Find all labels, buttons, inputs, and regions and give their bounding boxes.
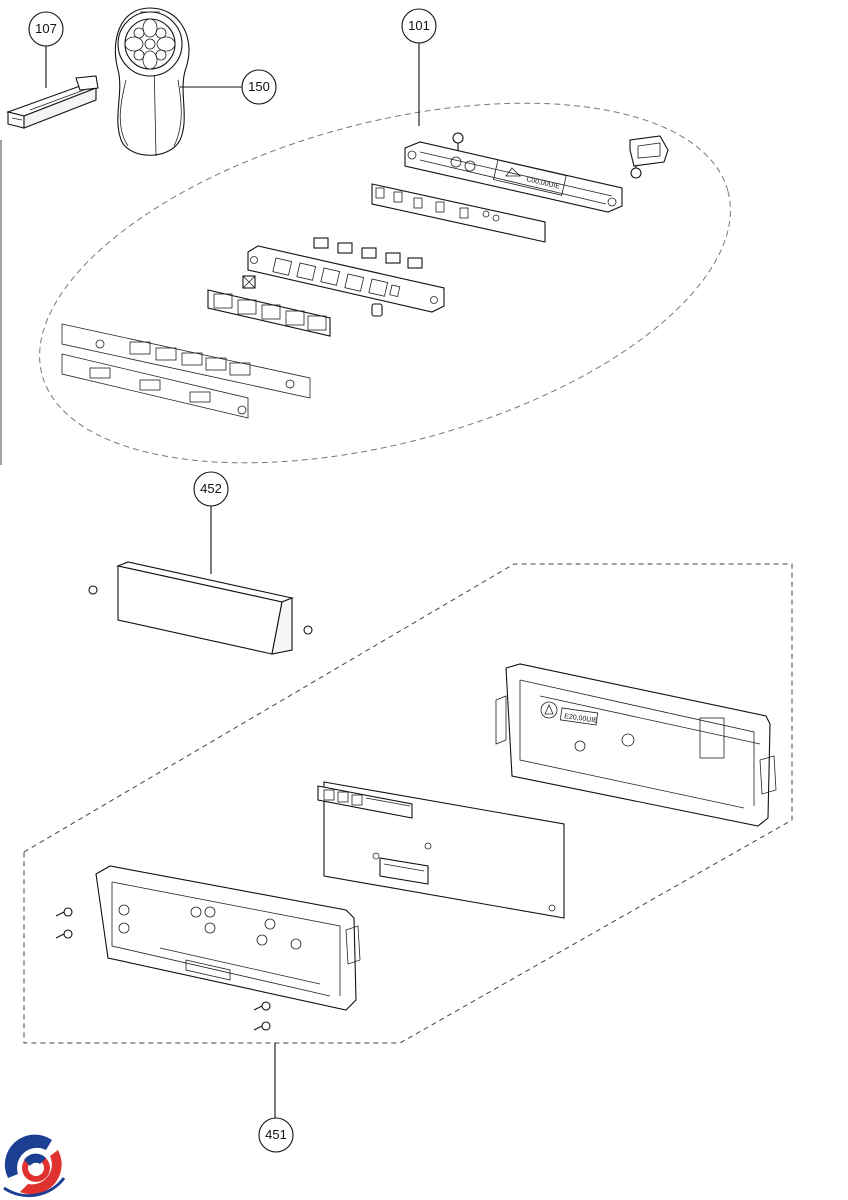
remote-control-icon: [114, 7, 190, 157]
display-clip: [629, 135, 669, 167]
callout-label: 150: [248, 79, 270, 94]
callout-101: 101: [401, 8, 437, 44]
screw-icon: [452, 132, 464, 152]
screw-icon: [253, 1021, 271, 1031]
callout-label: 107: [35, 21, 57, 36]
button-keys: [207, 275, 383, 337]
callout-label: 451: [265, 1127, 287, 1142]
button-frame: [247, 245, 445, 313]
company-logo-icon: [3, 1134, 66, 1198]
decorative-cover: [61, 323, 311, 419]
callout-label: 101: [408, 18, 430, 33]
pcb-cover-box: [88, 561, 313, 655]
display-front-bezel: C00,00UIE: [404, 141, 623, 213]
callout-451: 451: [258, 1117, 294, 1153]
screw-icon: [253, 1001, 271, 1011]
remote-holder-bracket: [6, 75, 99, 129]
tact-switch-row: [313, 237, 423, 269]
pcb-front-casing: [95, 865, 361, 1011]
pcb-rear-casing: E20,00UIE: [495, 663, 777, 827]
callout-107: 107: [28, 11, 64, 47]
assembly-451-boundary: [23, 563, 793, 1044]
assembly-101-boundary: [39, 102, 731, 464]
callout-150: 150: [241, 69, 277, 105]
callout-452: 452: [193, 471, 229, 507]
screw-icon: [55, 907, 73, 917]
display-pcb: [371, 183, 546, 243]
screw-icon: [55, 929, 73, 939]
main-pcb: [317, 781, 565, 919]
remote-keypad-icon: [124, 18, 176, 70]
display-rear-label: E20,00UIE: [564, 713, 599, 725]
callout-label: 452: [200, 481, 222, 496]
